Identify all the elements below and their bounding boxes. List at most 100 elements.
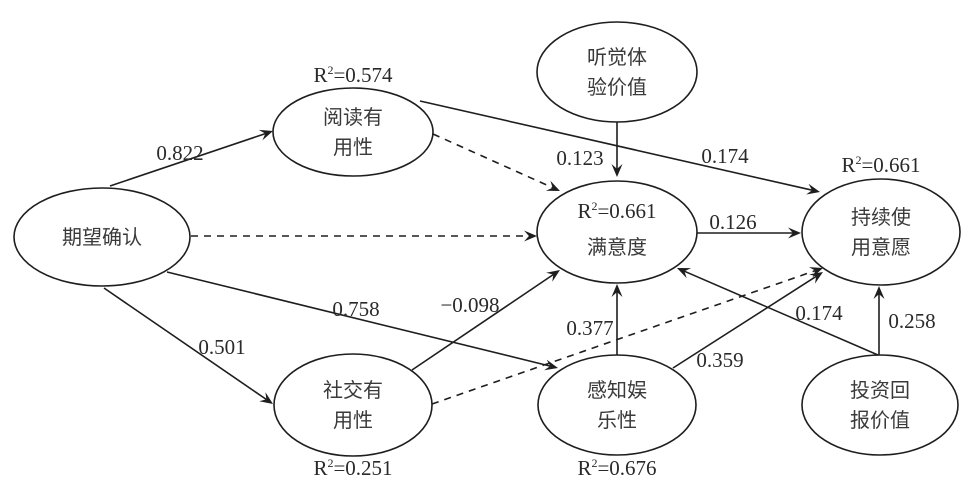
r-squared-label: R2=0.661	[841, 153, 920, 177]
path-coefficient-label: 0.258	[888, 309, 935, 333]
r2-prefix: R	[577, 456, 591, 480]
path-coefficient-label: 0.359	[696, 348, 743, 372]
node-expectation_confirmation: 期望确认	[13, 187, 191, 287]
path-coefficient-label: 0.758	[332, 297, 379, 321]
construct-label: 听觉体	[587, 45, 647, 69]
r2-prefix: R	[313, 456, 327, 480]
path-line	[683, 270, 879, 356]
r2-superscript: 2	[855, 153, 861, 167]
r-squared-label: R2=0.574	[313, 63, 393, 87]
construct-label: 用性	[333, 408, 373, 432]
r2-equals: =	[861, 153, 873, 177]
construct-ellipse	[801, 354, 959, 456]
labels-layer: 0.8220.7580.5010.1740.1230.126−0.0980.37…	[156, 141, 935, 372]
dashed-path-line	[431, 269, 816, 405]
arrowhead-icon	[873, 286, 885, 299]
arrowhead-icon	[544, 359, 558, 371]
r2-equals: =	[333, 63, 345, 87]
path-line	[411, 273, 554, 371]
path-coefficient-label: 0.174	[701, 144, 749, 168]
edge-investment_return_value-to-continuance_intention	[873, 286, 885, 355]
edge-social_usefulness-to-satisfaction	[411, 270, 560, 371]
arrowhead-icon	[259, 392, 273, 404]
edge-expectation_confirmation-to-social_usefulness	[103, 287, 273, 404]
edge-reading_usefulness-to-satisfaction	[432, 133, 560, 191]
arrowhead-icon	[788, 227, 801, 239]
path-coefficient-label: −0.098	[440, 293, 499, 317]
node-satisfaction: 满意度 R2=0.661	[536, 180, 698, 284]
arrowhead-icon	[545, 180, 560, 191]
construct-ellipse	[536, 21, 698, 123]
edges-layer	[103, 100, 885, 405]
path-coefficient-label: 0.501	[198, 335, 245, 359]
construct-label: 满意度	[587, 235, 647, 259]
edge-auditory_experience_value-to-satisfaction	[611, 122, 623, 177]
arrowhead-icon	[677, 268, 692, 279]
path-line	[419, 100, 813, 191]
arrowhead-icon	[809, 272, 823, 284]
arrowhead-icon	[808, 267, 823, 278]
r2-equals: =	[597, 456, 609, 480]
construct-ellipse	[537, 354, 697, 456]
construct-ellipse	[272, 87, 434, 177]
dashed-path-line	[432, 133, 554, 189]
construct-label: 感知娱	[587, 378, 647, 402]
edge-satisfaction-to-continuance_intention	[697, 227, 801, 239]
r2-equals: =	[333, 456, 345, 480]
r2-superscript: 2	[591, 456, 597, 470]
construct-label: 用性	[333, 135, 373, 159]
construct-label: 用意愿	[851, 235, 911, 259]
r2-prefix: R	[313, 63, 327, 87]
r2-prefix: R	[577, 199, 591, 223]
construct-label: 投资回	[850, 378, 910, 402]
arrowhead-icon	[806, 183, 820, 195]
construct-ellipse	[13, 187, 191, 287]
construct-label: 乐性	[597, 408, 637, 432]
r-squared-label: R2=0.251	[313, 456, 392, 480]
path-coefficient-label: 0.126	[709, 210, 756, 234]
edge-reading_usefulness-to-continuance_intention	[419, 100, 820, 195]
r2-superscript: 2	[327, 63, 333, 77]
arrowhead-icon	[546, 270, 560, 282]
path-line	[109, 132, 266, 187]
construct-label: 社交有	[323, 378, 383, 402]
construct-ellipse	[801, 178, 961, 286]
path-coefficient-label: 0.377	[566, 316, 613, 340]
construct-label: 阅读有	[323, 105, 383, 129]
r2-equals: =	[597, 199, 609, 223]
edge-investment_return_value-to-satisfaction	[677, 268, 879, 356]
arrowhead-icon	[611, 284, 623, 297]
edge-expectation_confirmation-to-reading_usefulness	[109, 129, 273, 187]
r2-prefix: R	[841, 153, 855, 177]
r2-value: 0.661	[609, 199, 656, 223]
arrowhead-icon	[524, 230, 537, 242]
arrowhead-icon	[258, 129, 273, 141]
path-line	[166, 271, 551, 367]
construct-label: 验价值	[587, 75, 647, 99]
r2-value: 0.251	[345, 456, 392, 480]
r2-superscript: 2	[327, 456, 333, 470]
r2-value: 0.661	[873, 153, 920, 177]
r2-superscript: 2	[591, 199, 597, 213]
edge-social_usefulness-to-continuance_intention	[431, 267, 823, 405]
path-coefficient-label: 0.174	[795, 301, 843, 325]
arrowhead-icon	[611, 164, 623, 177]
construct-label: 持续使	[851, 205, 911, 229]
r2-value: 0.676	[609, 456, 656, 480]
edge-expectation_confirmation-to-satisfaction	[191, 230, 537, 242]
r-squared-label: R2=0.676	[577, 456, 656, 480]
edge-expectation_confirmation-to-perceived_enjoyment	[166, 271, 558, 371]
path-line	[672, 275, 817, 369]
construct-ellipse	[536, 180, 698, 284]
r-squared-label: R2=0.661	[577, 199, 656, 223]
path-line	[103, 287, 267, 401]
path-coefficient-label: 0.123	[556, 146, 603, 170]
